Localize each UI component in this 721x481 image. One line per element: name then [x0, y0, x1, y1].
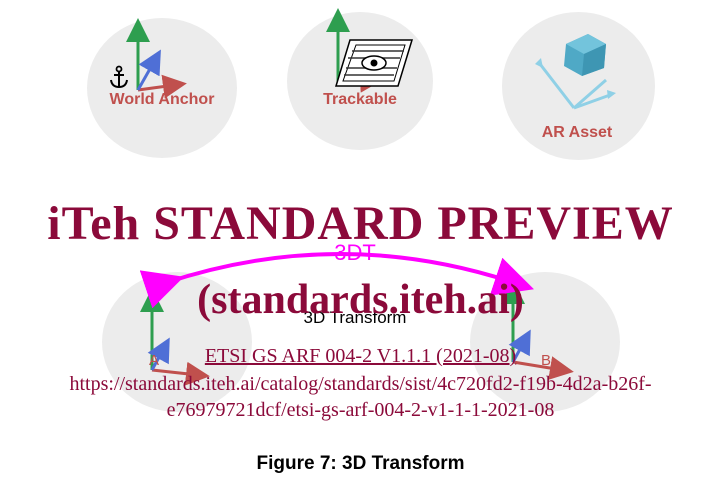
- ar-asset-label: AR Asset: [541, 124, 613, 141]
- doc-ref-link[interactable]: ETSI GS ARF 004-2 V1.1.1 (2021-08): [204, 345, 517, 367]
- figure-caption: Figure 7: 3D Transform: [256, 453, 465, 474]
- world-anchor-label: World Anchor: [109, 91, 215, 108]
- trackable-label: Trackable: [323, 91, 397, 108]
- watermark-title: iTeh STANDARD PREVIEW: [47, 197, 674, 250]
- watermark-url-line2[interactable]: e76979721dcf/etsi-gs-arf-004-2-v1-1-1-20…: [166, 399, 555, 421]
- cube-icon: [564, 34, 606, 76]
- arrow-label: 3DT: [334, 240, 376, 265]
- watermark-url-line1[interactable]: https://standards.iteh.ai/catalog/standa…: [69, 373, 652, 395]
- watermark-doc-ref[interactable]: ETSI GS ARF 004-2 V1.1.1 (2021-08): [0, 345, 721, 368]
- qr-marker-icon: [334, 39, 414, 87]
- watermark-subtitle: (standards.iteh.ai): [197, 277, 524, 323]
- frame-a-label: A: [148, 352, 159, 369]
- ar-asset-circle: [502, 12, 655, 160]
- anchor-icon: [110, 65, 128, 89]
- frame-b-label: B: [540, 352, 551, 369]
- transform-label: 3D Transform: [303, 308, 407, 327]
